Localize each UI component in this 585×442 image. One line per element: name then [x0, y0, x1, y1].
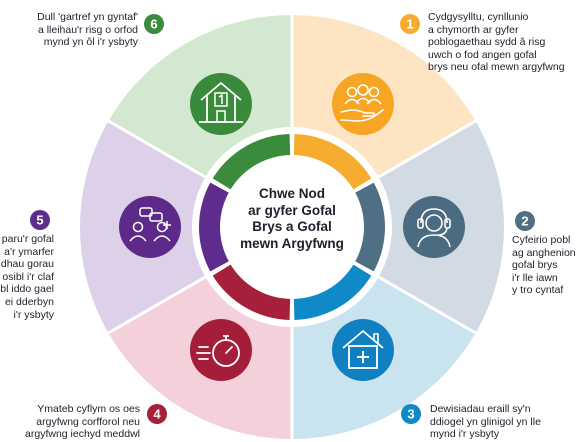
aim-4-icon-group — [190, 319, 252, 381]
inner-ring-segment-3 — [293, 264, 372, 320]
roof — [200, 82, 242, 101]
aim-2-icon-group — [403, 196, 465, 258]
plus-sign — [357, 351, 369, 363]
people-shoulders — [129, 235, 171, 242]
home-number-one-icon — [199, 82, 243, 123]
outer-sector-5 — [79, 121, 293, 333]
chimney — [373, 333, 379, 344]
person-head — [368, 86, 380, 98]
door — [216, 110, 226, 123]
aim-5-caption: paru'r gofal a'r ymarfer dhau gorau osib… — [0, 233, 54, 321]
aim-1-icon-group — [332, 73, 394, 135]
aim-5-badge — [30, 210, 50, 230]
inner-ring-segment-2 — [355, 182, 386, 272]
call-centre-headset-icon — [417, 208, 451, 248]
roof — [342, 330, 384, 349]
person-head — [357, 84, 369, 96]
agent-shoulders — [417, 234, 451, 248]
aim-6-icon-group — [190, 73, 252, 135]
community-hand-icon — [340, 84, 384, 122]
aim-3-badge — [401, 404, 421, 424]
aim-4-badge — [147, 404, 167, 424]
aim-5-icon-group — [119, 196, 181, 258]
stopwatch-hand — [225, 346, 233, 354]
headset-band — [420, 208, 448, 224]
people-shoulders — [344, 97, 382, 105]
headset-ear — [417, 218, 424, 229]
number-one — [218, 93, 223, 104]
center-title: Chwe Nod ar gyfer Gofal Brys a Gofal mew… — [240, 186, 344, 251]
aim-4-caption: Ymateb cyflym os oes argyfwng corfforol … — [25, 403, 140, 441]
person-head — [132, 221, 144, 233]
aim-6-badge — [144, 14, 164, 34]
aim-6-caption: Dull 'gartref yn gyntaf' a lleihau'r ris… — [37, 11, 138, 49]
aim-4-badge-number: 4 — [153, 407, 161, 422]
stopwatch-speed-icon — [196, 335, 240, 367]
headset-ear — [444, 218, 451, 229]
stopwatch-crown — [223, 335, 229, 340]
aim-3-caption: Dewisiadau eraill sy'n ddiogel yn glinig… — [430, 403, 541, 441]
aim-1-caption: Cydgysylltu, cynllunio a chymorth ar gyf… — [428, 11, 565, 74]
aim-6-badge-number: 6 — [150, 17, 157, 32]
number-box — [214, 92, 228, 107]
house-plus-icon — [342, 330, 384, 369]
aim-5-icon-circle — [119, 196, 181, 258]
speech-bubble — [149, 212, 163, 222]
people-discussion-icon — [129, 207, 171, 242]
inner-ring-segment-1 — [293, 134, 372, 190]
speed-lines — [196, 346, 211, 360]
plus-sign — [163, 221, 171, 229]
person-head — [346, 86, 358, 98]
aim-3-badge-number: 3 — [407, 407, 414, 422]
outer-sector-2 — [292, 121, 505, 333]
center-disc — [222, 157, 362, 297]
aim-2-caption: Cyfeirio pobl ag anghenion gofal brys i'… — [512, 234, 576, 297]
inner-ring-segment-6 — [212, 134, 291, 190]
agent-head — [425, 214, 443, 232]
open-hand — [340, 109, 384, 122]
speech-bubble — [139, 207, 153, 217]
aim-2-icon-circle — [403, 196, 465, 258]
aim-1-badge — [400, 14, 420, 34]
aim-3-icon-circle — [332, 319, 394, 381]
aim-4-icon-circle — [190, 319, 252, 381]
aim-1-icon-circle — [332, 73, 394, 135]
inner-ring-segment-5 — [198, 182, 229, 272]
aim-2-badge-number: 2 — [521, 214, 528, 229]
aim-3-icon-group — [332, 319, 394, 381]
aim-6-icon-circle — [190, 73, 252, 135]
house-body — [348, 345, 378, 369]
aim-5-badge-number: 5 — [36, 213, 43, 228]
aim-1-badge-number: 1 — [406, 17, 413, 32]
aim-2-badge — [515, 211, 535, 231]
inner-ring-segment-4 — [212, 264, 291, 320]
wheel-group — [79, 0, 505, 442]
